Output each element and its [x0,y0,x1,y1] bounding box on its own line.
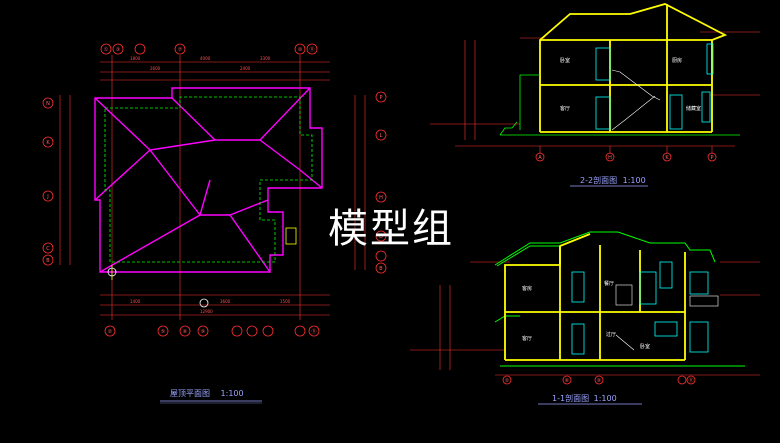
section-1-1-axis-bubbles [502,375,696,385]
svg-text:储藏室: 储藏室 [686,105,701,112]
axis-bottom-3: ⑧ [183,329,188,335]
svg-text:4000: 4000 [200,56,211,61]
axis-right-2: L [380,133,383,139]
svg-text:餐厅: 餐厅 [604,280,614,287]
section-1-1-scale: 1:100 [593,394,617,403]
section-2-2-stair [611,69,661,131]
svg-text:1800: 1800 [130,56,141,61]
axis-right-3: H [379,195,383,201]
axis-left-5: B [46,258,50,264]
section-2-2-dimensions [430,31,760,154]
roof-details [107,227,297,308]
axis-s22-3: K [665,155,669,161]
svg-text:1500: 1500 [280,299,291,304]
roof-wall-line [104,96,313,263]
axis-bottom-2: ⑤ [161,329,165,335]
section-1-1-stair [615,284,719,351]
axis-right-1: P [379,95,382,101]
axis-right-4: D [379,234,383,240]
axis-s22-1: A [538,155,542,161]
svg-text:客厅: 客厅 [522,335,532,342]
axis-left-1: N [46,101,50,107]
section-2-2-outline [499,74,740,136]
axis-top-5: ⑪ [309,46,314,53]
section-1-1-dimensions [410,261,760,376]
section-1-1-walls [504,233,686,361]
svg-text:1400: 1400 [130,299,141,304]
axis-left-4: C [46,246,50,252]
axis-bottom-5: ⑪ [311,328,316,335]
roof-plan-dim-texts: 1800 4000 3300 2600 2400 1400 3600 1500 12900 [130,56,291,314]
watermark: 模型组 [328,206,454,252]
axis-top-1: ① [104,47,109,53]
svg-text:2600: 2600 [150,66,161,71]
section-2-2-axis-bubbles [535,152,717,162]
section-2-2-scale: 1:100 [622,176,646,185]
roof-plan-axis-bubbles [42,43,387,337]
axis-s11-4: ⑪ [688,377,693,384]
svg-text:客厅: 客厅 [560,105,570,112]
axis-right-5: B [379,266,383,272]
axis-labels: ① ③ ⑦ ⑩ ⑪ ② ⑤ ⑧ ⑨ ⑪ N K J C B P L H D B … [46,46,713,384]
axis-top-2: ③ [116,47,120,53]
axis-bottom-4: ⑨ [201,329,205,335]
svg-text:2400: 2400 [240,66,251,71]
svg-text:客房: 客房 [522,285,532,292]
axis-s22-4: P [710,155,713,161]
axis-left-3: J [46,194,48,200]
roof-plan: 1800 4000 3300 2600 2400 1400 3600 1500 12900 [42,43,387,404]
axis-top-3: ⑦ [178,47,183,53]
axis-bottom-1: ② [108,329,113,335]
section-2-2-title: 2-2剖面图 1:100 [580,175,646,186]
svg-text:3600: 3600 [220,299,231,304]
section-1-1-title-text: 1-1剖面图 [552,394,590,403]
axis-s11-1: ② [505,378,510,384]
svg-text:12900: 12900 [200,309,213,314]
svg-text:3300: 3300 [260,56,271,61]
section-1-1-windows [571,261,709,355]
svg-text:卧室: 卧室 [640,343,650,350]
roof-plan-title-text: 屋顶平面图 [170,389,210,398]
section-2-2-rooms: 卧室 储藏室 客厅 厨房 [560,57,701,112]
svg-text:卧室: 卧室 [560,57,570,64]
svg-text:过厅: 过厅 [606,331,616,338]
section-2-2: 卧室 储藏室 客厅 厨房 [430,3,760,187]
section-2-2-walls [539,3,728,133]
axis-s11-2: ⑥ [565,378,570,384]
roof-outline [94,87,323,273]
axis-s22-2: H [608,155,612,161]
section-1-1: 客房 餐厅 过厅 客厅 卧室 [410,231,760,405]
axis-top-4: ⑩ [298,47,303,53]
axis-left-2: K [46,140,50,146]
roof-plan-title: 屋顶平面图 1:100 [170,388,244,399]
svg-text:厨房: 厨房 [672,57,682,64]
section-1-1-roof [494,231,745,367]
section-1-1-rooms: 客房 餐厅 过厅 客厅 卧室 [522,280,650,350]
section-1-1-title: 1-1剖面图 1:100 [552,393,617,404]
axis-s11-3: ⑨ [597,378,601,384]
section-2-2-title-text: 2-2剖面图 [580,176,618,185]
section-2-2-windows [595,43,714,130]
roof-plan-scale: 1:100 [220,389,244,398]
